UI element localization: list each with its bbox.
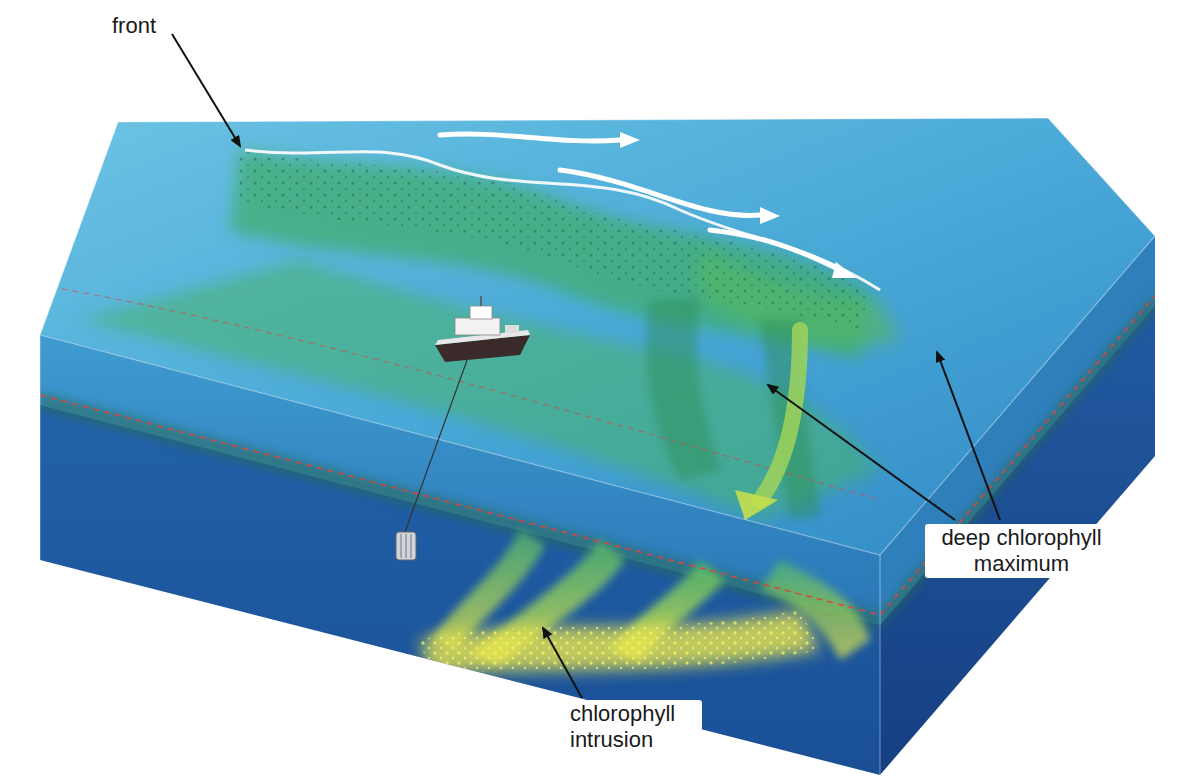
intrusion-label: chlorophyll intrusion	[566, 700, 702, 754]
research-ship	[396, 296, 530, 560]
dcm-label: deep chlorophyll maximum	[925, 524, 1118, 578]
block-edges	[40, 118, 1155, 775]
sea-surface	[40, 118, 1155, 555]
leader-lines	[172, 34, 1000, 698]
front-label: front	[108, 12, 160, 40]
